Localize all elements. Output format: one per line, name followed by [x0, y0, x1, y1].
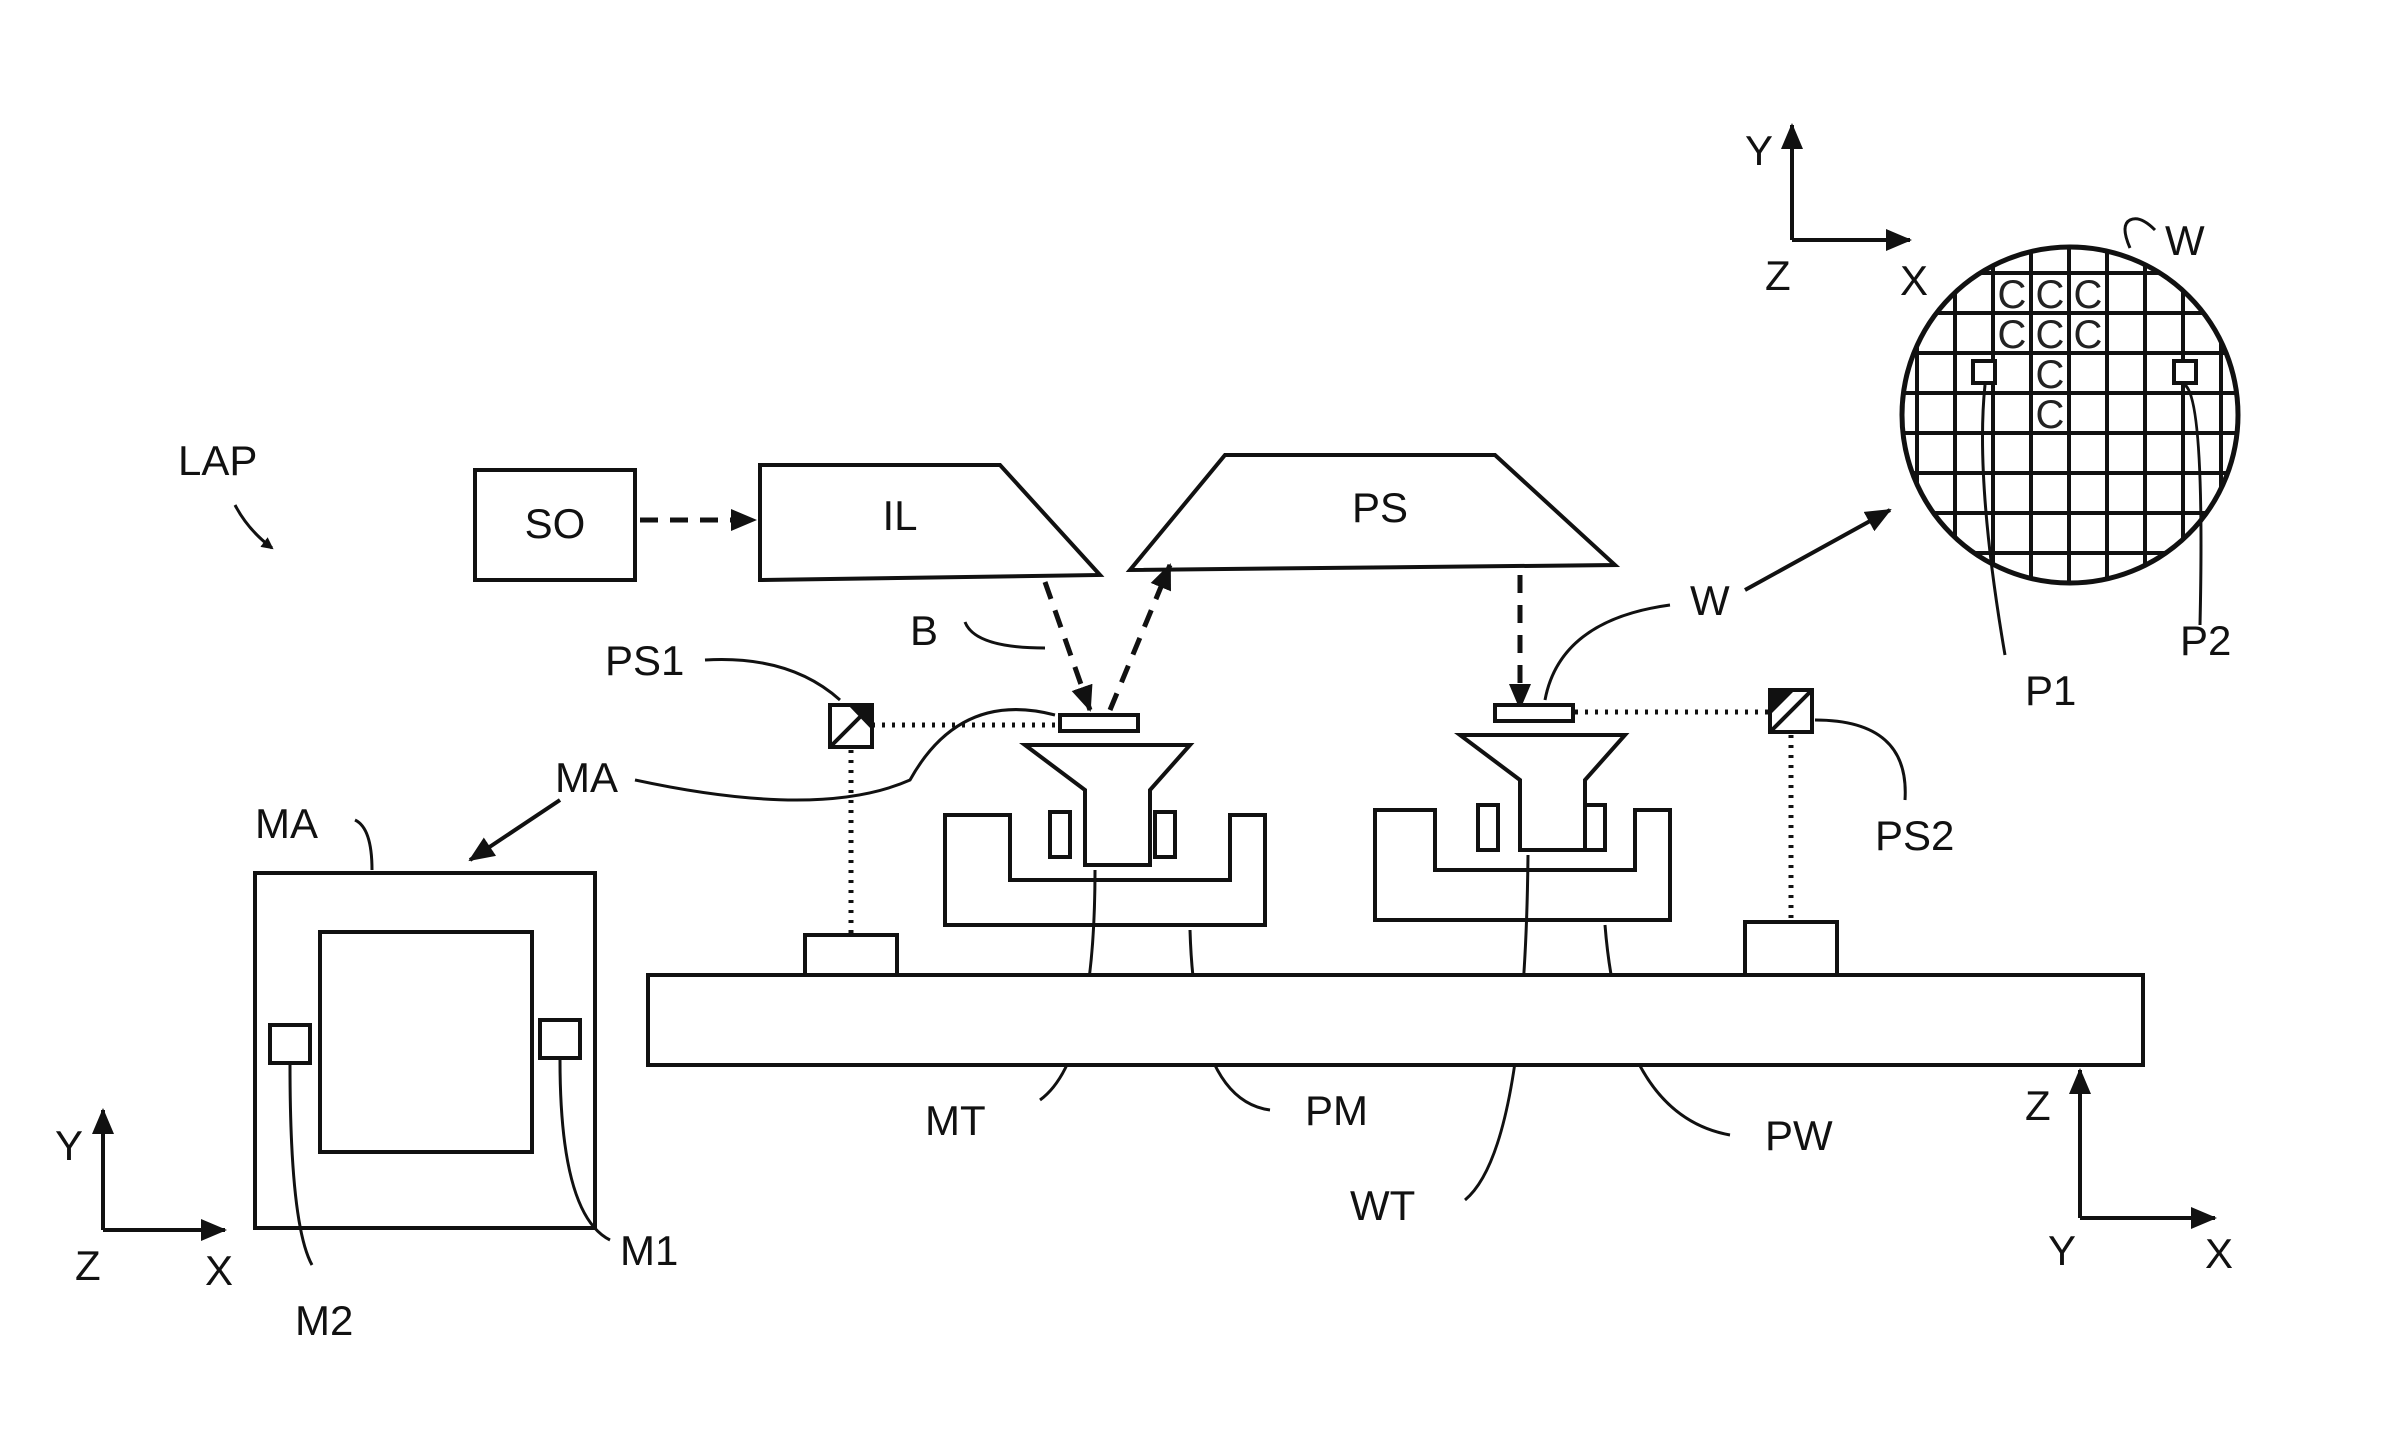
die-c: C	[2074, 273, 2103, 317]
ps2-label: PS2	[1875, 812, 1954, 859]
mask-ma	[1060, 715, 1138, 731]
mask-table-clamp-left	[1050, 812, 1070, 857]
wafer-mark-p2	[2174, 361, 2196, 383]
axis-label-x: X	[1900, 257, 1928, 304]
apparatus-label: LAP	[178, 437, 272, 548]
p2-label: P2	[2180, 617, 2231, 664]
axes-bottom-right: Z X Y	[2025, 1070, 2233, 1277]
mask-table-assembly	[945, 715, 1265, 925]
lap-arrow	[235, 505, 272, 548]
ps1-leader	[705, 660, 840, 701]
il-label: IL	[882, 492, 917, 539]
beam-to-mask	[1045, 582, 1090, 710]
mt-label: MT	[925, 1097, 986, 1144]
ps1-label: PS1	[605, 637, 684, 684]
wafer-table-assembly	[1375, 705, 1670, 920]
die-c: C	[2036, 313, 2065, 357]
p1-label: P1	[2025, 667, 2076, 714]
beam-leader	[965, 622, 1045, 648]
position-sensor-ps1	[830, 705, 872, 747]
illuminator-il: IL	[760, 465, 1100, 580]
position-sensor-ps2	[1770, 690, 1812, 732]
alignment-mark-m1	[540, 1020, 580, 1058]
die-c: C	[2036, 393, 2065, 437]
axis-label-y: Y	[2048, 1227, 2076, 1274]
axis-label-z: Z	[75, 1242, 101, 1289]
wafer-mark-p1	[1973, 361, 1995, 383]
axis-label-y: Y	[55, 1122, 83, 1169]
beam-label: B	[910, 607, 938, 654]
ma-box-leader	[355, 820, 372, 870]
w-to-wafer-arrow	[1745, 510, 1890, 590]
m2-label: M2	[295, 1297, 353, 1344]
pw-label: PW	[1765, 1112, 1833, 1159]
wafer-table-clamp-right	[1585, 805, 1605, 850]
source-so: SO	[475, 470, 635, 580]
ma-box-label: MA	[255, 800, 318, 847]
die-c: C	[1998, 313, 2027, 357]
w-wafer-label: W	[2165, 217, 2205, 264]
die-c: C	[2036, 353, 2065, 397]
projection-system-ps: PS	[1130, 455, 1615, 570]
die-c: C	[2074, 313, 2103, 357]
so-label: SO	[525, 500, 586, 547]
mask-table-clamp-right	[1155, 812, 1175, 857]
alignment-mark-m2	[270, 1025, 310, 1063]
base-frame	[648, 975, 2143, 1065]
axis-label-z: Z	[2025, 1082, 2051, 1129]
wafer-detail: C C C C C C C C	[1902, 247, 2238, 583]
axes-bottom-left: Y X Z	[55, 1110, 233, 1294]
w-callout-label: W	[1690, 577, 1730, 624]
ma-callout-arrow	[470, 800, 560, 860]
axis-label-z: Z	[1765, 252, 1791, 299]
m1-label: M1	[620, 1227, 678, 1274]
wt-label: WT	[1350, 1182, 1415, 1229]
beam-from-mask	[1110, 565, 1170, 710]
ps2-leader	[1815, 720, 1905, 800]
wafer-table-clamp-left	[1478, 805, 1498, 850]
axis-label-x: X	[2205, 1230, 2233, 1277]
w-wafer-leader	[2125, 219, 2155, 248]
die-c: C	[1998, 273, 2027, 317]
axis-label-x: X	[205, 1247, 233, 1294]
ps-label: PS	[1352, 484, 1408, 531]
axis-label-y: Y	[1745, 127, 1773, 174]
w-callout-leader	[1545, 605, 1670, 700]
ps2-mount-block	[1745, 922, 1837, 979]
pm-label: PM	[1305, 1087, 1368, 1134]
mask-pattern-area	[320, 932, 532, 1152]
mask-detail	[255, 873, 595, 1228]
substrate-w	[1495, 705, 1573, 721]
die-c: C	[2036, 273, 2065, 317]
lap-label: LAP	[178, 437, 257, 484]
axes-top-right: Y X Z	[1745, 125, 1928, 304]
ma-callout-label: MA	[555, 754, 618, 801]
